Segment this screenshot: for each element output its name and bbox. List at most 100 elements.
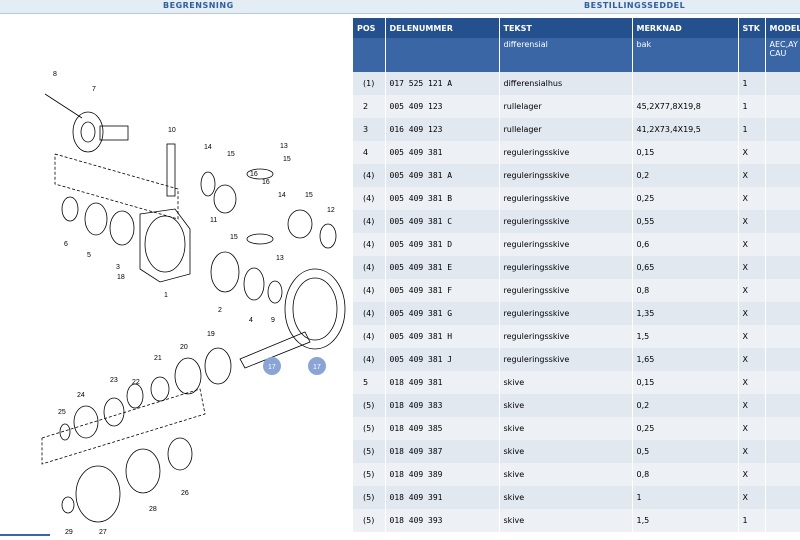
row-part-number: 017 525 121 A [385,72,500,95]
col-delenummer[interactable]: DELENUMMER [385,18,500,38]
row-model [765,210,800,233]
row-qty: X [738,463,766,486]
row-pos: (5) [353,463,386,486]
row-note: 1 [632,486,739,509]
svg-text:15: 15 [230,234,238,241]
row-qty: X [738,256,766,279]
row-qty: X [738,187,766,210]
row-pos: (4) [353,233,386,256]
subheader-tekst: differensial [499,38,633,72]
row-pos: (4) [353,187,386,210]
svg-text:18: 18 [117,274,125,281]
svg-text:3: 3 [116,264,120,271]
row-text: skive [499,463,633,486]
row-note: 0,2 [632,394,739,417]
row-model [765,486,800,509]
row-note: 0,8 [632,279,739,302]
svg-text:17: 17 [313,364,321,371]
row-part-number: 005 409 381 J [385,348,500,371]
row-qty: 1 [738,72,766,95]
highlight-callout-17a[interactable]: 17 [263,357,281,375]
row-text: skive [499,417,633,440]
row-part-number: 018 409 389 [385,463,500,486]
row-part-number: 005 409 381 C [385,210,500,233]
row-qty: X [738,348,766,371]
row-part-number: 018 409 387 [385,440,500,463]
subheader-modell: AEC,AY CAU [765,38,800,72]
row-qty: X [738,417,766,440]
row-text: rullelager [499,118,633,141]
col-stk[interactable]: STK [738,18,766,38]
col-tekst[interactable]: TEKST [499,18,633,38]
row-qty: X [738,210,766,233]
row-note: 0,15 [632,141,739,164]
table-header: POS DELENUMMER TEKST MERKNAD STK MODELL [353,18,800,38]
row-model [765,233,800,256]
col-pos[interactable]: POS [353,18,386,38]
row-part-number: 018 409 393 [385,509,500,532]
highlight-callout-17b[interactable]: 17 [308,357,326,375]
row-model [765,509,800,532]
row-note: 0,25 [632,187,739,210]
row-part-number: 018 409 381 [385,371,500,394]
row-model [765,95,800,118]
svg-text:15: 15 [283,156,291,163]
row-note: 41,2X73,4X19,5 [632,118,739,141]
row-text: reguleringsskive [499,325,633,348]
row-pos: (4) [353,325,386,348]
row-qty: X [738,371,766,394]
svg-text:28: 28 [149,506,157,513]
row-model [765,325,800,348]
row-model [765,118,800,141]
row-qty: X [738,233,766,256]
svg-text:14: 14 [204,144,212,151]
row-note: 0,5 [632,440,739,463]
svg-text:4: 4 [249,317,253,324]
order-table-panel: POS DELENUMMER TEKST MERKNAD STK MODELL … [353,18,800,536]
svg-text:21: 21 [154,355,162,362]
col-merknad[interactable]: MERKNAD [632,18,739,38]
row-note: 1,5 [632,325,739,348]
subheader-merknad: bak [632,38,739,72]
col-modell[interactable]: MODELL [765,18,800,38]
row-part-number: 005 409 381 E [385,256,500,279]
tab-begrensning[interactable]: BEGRENSNING [163,1,234,10]
row-text: reguleringsskive [499,210,633,233]
svg-text:10: 10 [168,127,176,134]
row-pos: (5) [353,509,386,532]
row-note: 0,8 [632,463,739,486]
row-note: 0,6 [632,233,739,256]
tab-bestillingsseddel[interactable]: BESTILLINGSSEDDEL [584,1,686,10]
row-part-number: 005 409 381 [385,141,500,164]
row-model [765,187,800,210]
table-subheader: differensial bak AEC,AY CAU [353,38,800,72]
row-pos: (1) [353,72,386,95]
svg-text:14: 14 [278,192,286,199]
row-note: 1,35 [632,302,739,325]
svg-text:5: 5 [87,252,91,259]
row-text: reguleringsskive [499,164,633,187]
row-part-number: 005 409 381 F [385,279,500,302]
